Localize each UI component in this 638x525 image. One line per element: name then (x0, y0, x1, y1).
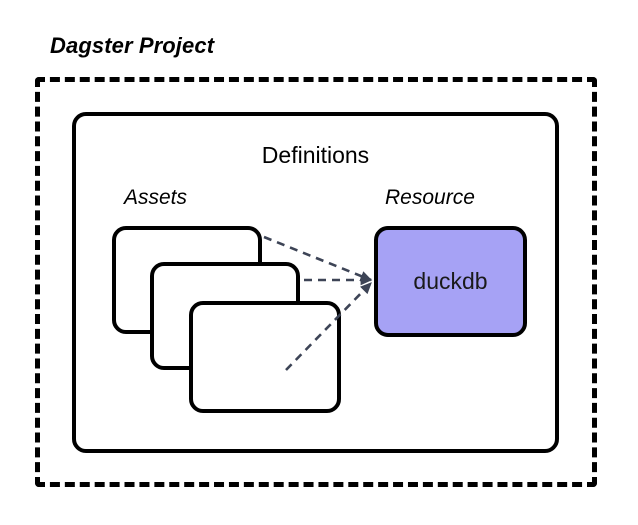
resource-card-duckdb[interactable]: duckdb (374, 226, 527, 337)
project-label: Dagster Project (50, 33, 215, 58)
resource-card-label: duckdb (413, 268, 488, 294)
dagster-project-boundary (35, 77, 597, 487)
assets-group-label: Assets (124, 186, 188, 209)
asset-card[interactable] (189, 301, 341, 413)
definitions-label: Definitions (261, 142, 370, 168)
resource-group-label: Resource (385, 186, 475, 209)
